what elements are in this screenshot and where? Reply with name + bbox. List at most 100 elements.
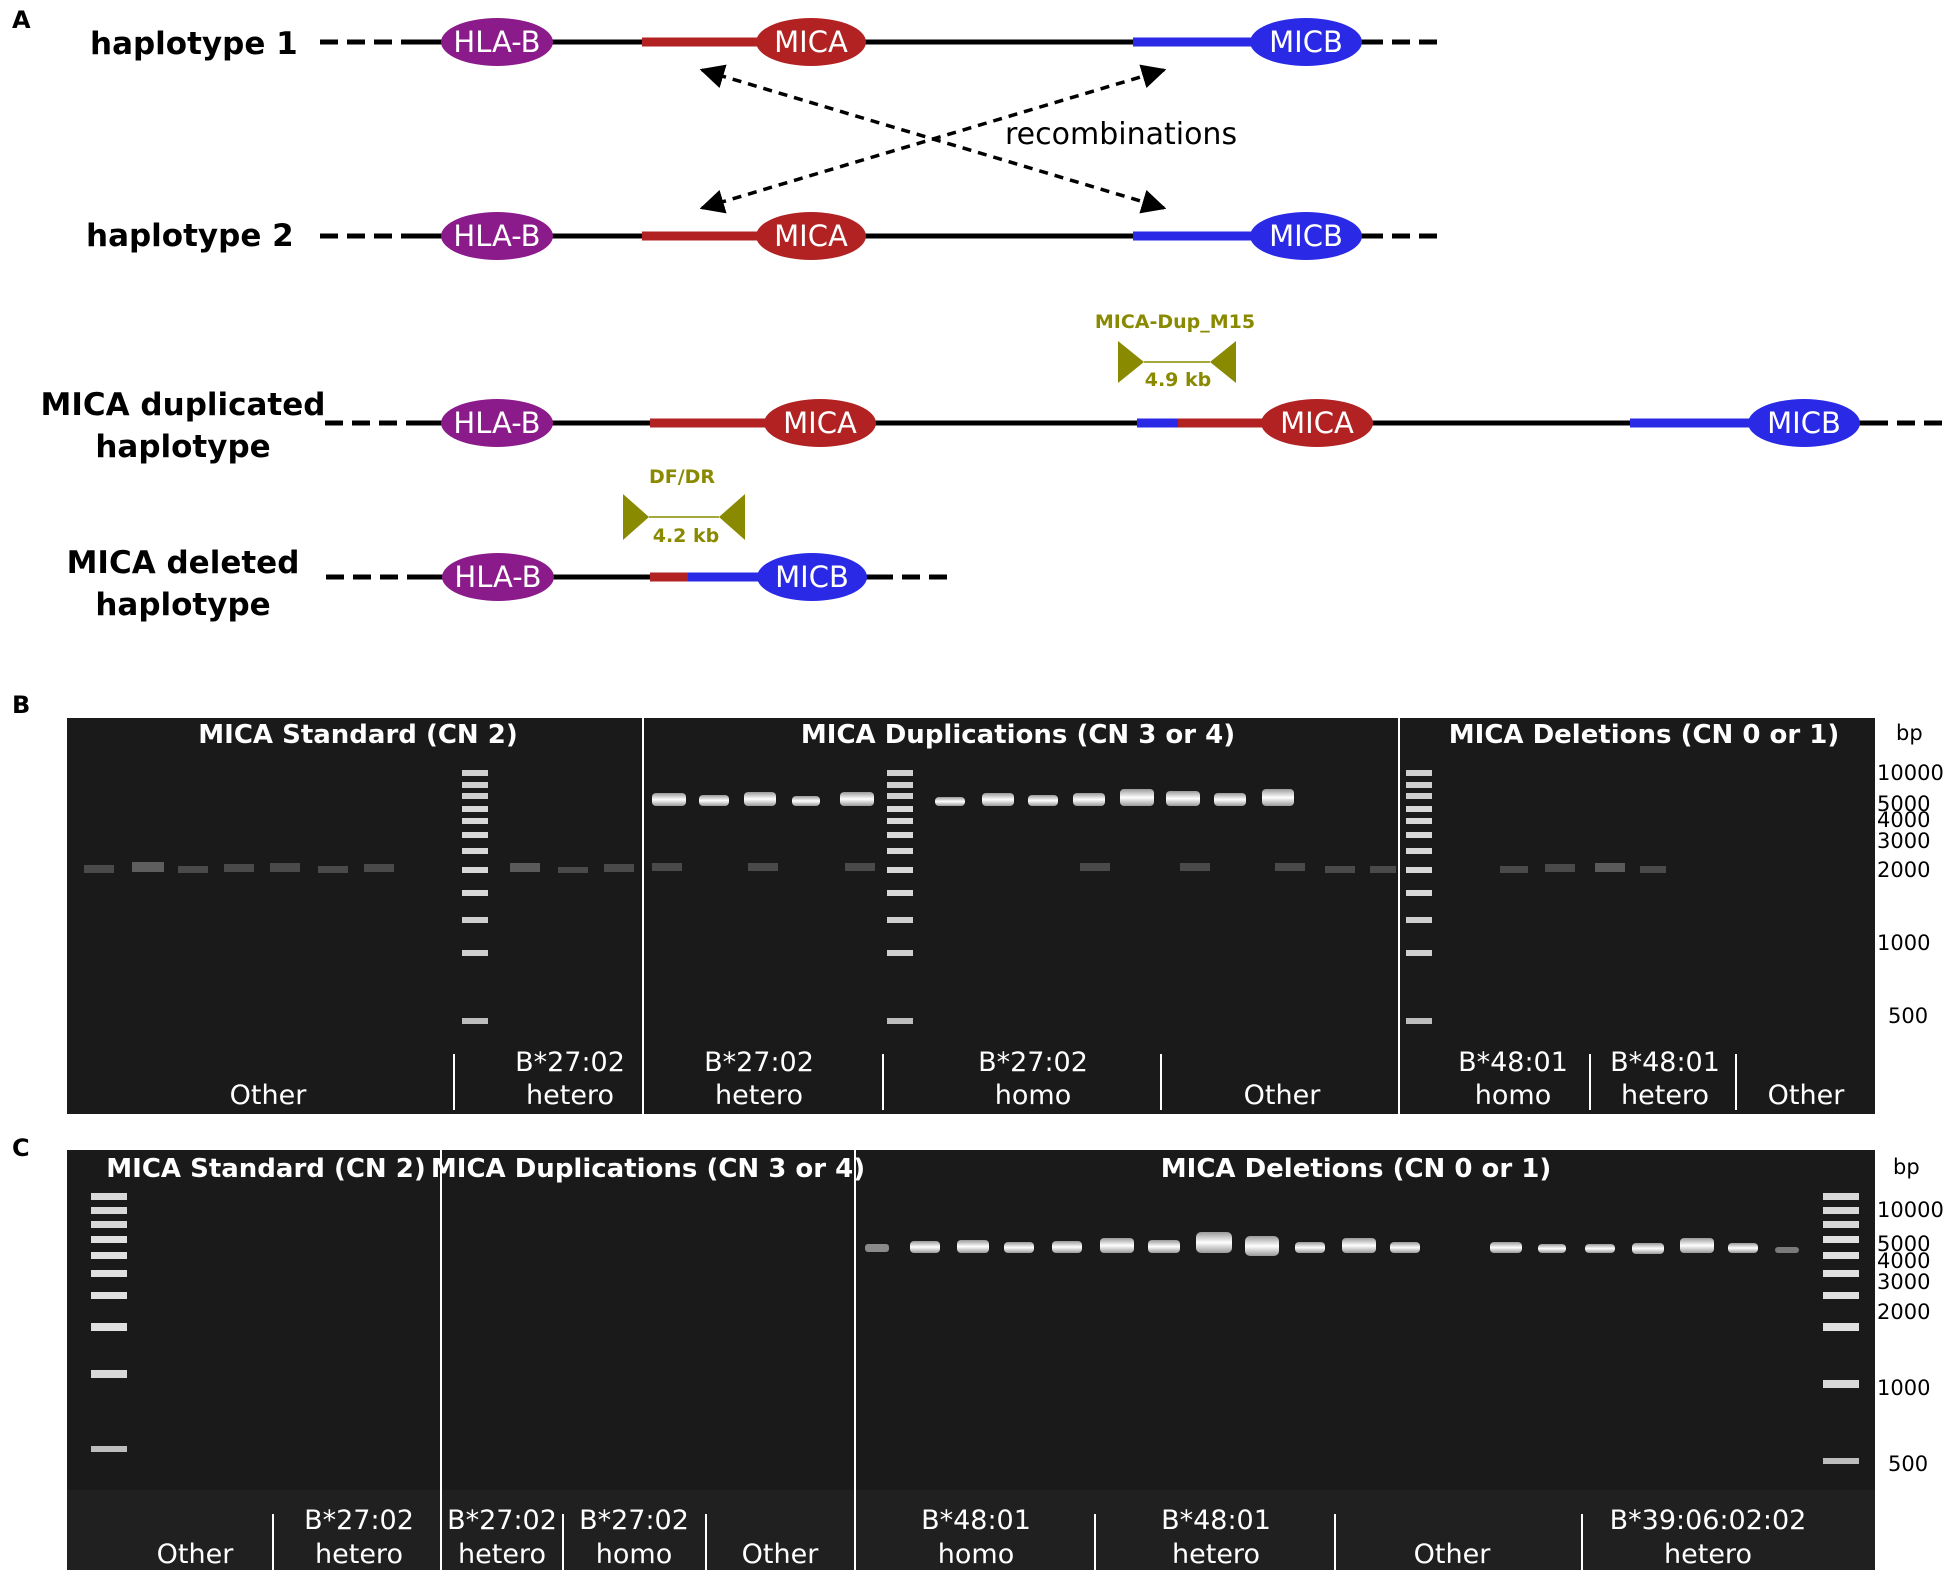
group-label: B*27:02 xyxy=(978,1047,1088,1078)
mica-deleted-row: MICA deleted haplotype HLA-B MICB xyxy=(67,545,955,623)
gel-b-header-standard: MICA Standard (CN 2) xyxy=(198,720,517,750)
panel-a-label: A xyxy=(12,6,31,34)
micb-label: MICB xyxy=(1269,25,1343,59)
hla-b-label: HLA-B xyxy=(454,560,541,594)
micb-label: MICB xyxy=(1269,219,1343,253)
group-label: hetero xyxy=(715,1080,803,1111)
mica-label: MICA xyxy=(774,219,848,253)
recombination-arrows: recombinations xyxy=(699,64,1237,214)
gel-b-groups: Other B*27:02 hetero B*27:02 hetero B*27… xyxy=(230,1047,1846,1111)
group-label: homo xyxy=(1475,1080,1551,1111)
group-label: B*48:01 xyxy=(1161,1505,1271,1536)
group-label: B*48:01 xyxy=(1610,1047,1720,1078)
bp-tick: 1000 xyxy=(1877,1376,1930,1400)
hla-b-gene xyxy=(441,399,553,447)
gel-b-header-del: MICA Deletions (CN 0 or 1) xyxy=(1449,720,1839,750)
group-label: Other xyxy=(742,1539,820,1570)
micb-label: MICB xyxy=(1767,406,1841,440)
panel-a: A haplotype 1 HLA-B MICA MICB recombinat… xyxy=(12,6,1945,623)
group-label: hetero xyxy=(458,1539,546,1570)
panel-b-label: B xyxy=(12,691,30,719)
micb-gene xyxy=(1250,212,1362,260)
deleted-label-line2: haplotype xyxy=(95,587,270,623)
micb-gene xyxy=(757,553,867,601)
group-label: hetero xyxy=(1621,1080,1709,1111)
group-label: B*27:02 xyxy=(447,1505,557,1536)
bp-axis-b: bp 10000 5000 4000 3000 2000 1000 500 xyxy=(1877,721,1944,1028)
group-label: B*48:01 xyxy=(1458,1047,1568,1078)
haplotype-1-row: haplotype 1 HLA-B MICA MICB xyxy=(90,18,1445,66)
hla-b-gene xyxy=(441,212,553,260)
hla-b-gene xyxy=(441,18,553,66)
haplotype-2-row: haplotype 2 HLA-B MICA MICB xyxy=(86,212,1445,260)
bp-tick: 2000 xyxy=(1877,858,1930,882)
micb-gene xyxy=(1250,18,1362,66)
primer-del-size: 4.2 kb xyxy=(653,525,720,547)
bp-tick: 1000 xyxy=(1877,931,1930,955)
bp-tick: 3000 xyxy=(1877,829,1930,853)
panel-b: B MICA Standard (CN 2) MICA Duplications… xyxy=(12,691,1944,1114)
gel-c-groups: Other B*27:02 hetero B*27:02 hetero B*27… xyxy=(157,1505,1807,1570)
group-label: B*27:02 xyxy=(304,1505,414,1536)
bp-tick: 2000 xyxy=(1877,1300,1930,1324)
mica-duplicated-row: MICA duplicated haplotype HLA-B MICA MIC… xyxy=(41,387,1945,465)
mica-gene-duplicate xyxy=(1261,399,1373,447)
bp-tick: 10000 xyxy=(1877,1198,1944,1222)
mica-gene xyxy=(756,212,866,260)
ladder-lane xyxy=(462,770,488,1024)
bp-tick: 5000 xyxy=(1877,1232,1930,1256)
ladder-lane xyxy=(1823,1193,1859,1464)
group-label: hetero xyxy=(526,1080,614,1111)
bp-tick: 500 xyxy=(1888,1004,1928,1028)
bp-tick: 5000 xyxy=(1877,792,1930,816)
duplication-bands xyxy=(652,789,1294,806)
group-separators xyxy=(272,1514,1583,1570)
haplotype-2-label: haplotype 2 xyxy=(86,218,294,254)
mica-gene xyxy=(756,18,866,66)
bp-tick: 10000 xyxy=(1877,761,1944,785)
primer-dup-size: 4.9 kb xyxy=(1145,369,1212,391)
hla-b-gene xyxy=(442,553,554,601)
mica-label: MICA xyxy=(774,25,848,59)
ladder-lane xyxy=(887,770,913,1024)
duplicated-label-line1: MICA duplicated xyxy=(41,387,326,423)
group-label: Other xyxy=(230,1080,308,1111)
reverse-primer-icon xyxy=(1210,341,1236,383)
primer-df-dr: DF/DR 4.2 kb xyxy=(623,466,745,547)
group-label: homo xyxy=(995,1080,1071,1111)
group-label: Other xyxy=(1768,1080,1846,1111)
group-label: Other xyxy=(157,1539,235,1570)
recombinations-label: recombinations xyxy=(1005,117,1237,152)
group-label: Other xyxy=(1244,1080,1322,1111)
bp-unit: bp xyxy=(1893,1155,1920,1179)
ladder-lane xyxy=(91,1193,127,1452)
mica-label: MICA xyxy=(1280,406,1354,440)
group-label: hetero xyxy=(1172,1539,1260,1570)
bp-unit: bp xyxy=(1896,721,1923,745)
deletion-bands xyxy=(865,1232,1799,1256)
group-separators xyxy=(453,1054,1737,1110)
bp-tick: 500 xyxy=(1888,1452,1928,1476)
gel-c-header-dup: MICA Duplications (CN 3 or 4) xyxy=(431,1154,865,1184)
mica-gene xyxy=(764,399,876,447)
gel-c-header-standard: MICA Standard (CN 2) xyxy=(106,1154,425,1184)
hla-b-label: HLA-B xyxy=(453,406,540,440)
control-bands xyxy=(84,862,1666,873)
deleted-label-line1: MICA deleted xyxy=(67,545,300,581)
bp-tick: 4000 xyxy=(1877,1249,1930,1273)
gel-image-b xyxy=(67,718,1875,1114)
reverse-primer-icon xyxy=(719,494,745,540)
group-label: hetero xyxy=(1664,1539,1752,1570)
forward-primer-icon xyxy=(623,494,649,540)
group-label: B*27:02 xyxy=(515,1047,625,1078)
ladder-lane xyxy=(1406,770,1432,1024)
micb-label: MICB xyxy=(775,560,849,594)
micb-gene xyxy=(1748,399,1860,447)
group-label: homo xyxy=(596,1539,672,1570)
group-label: B*39:06:02:02 xyxy=(1610,1505,1807,1536)
mica-label: MICA xyxy=(783,406,857,440)
hla-b-label: HLA-B xyxy=(453,219,540,253)
recombination-arrow xyxy=(699,64,1167,214)
gel-b-header-dup: MICA Duplications (CN 3 or 4) xyxy=(801,720,1235,750)
